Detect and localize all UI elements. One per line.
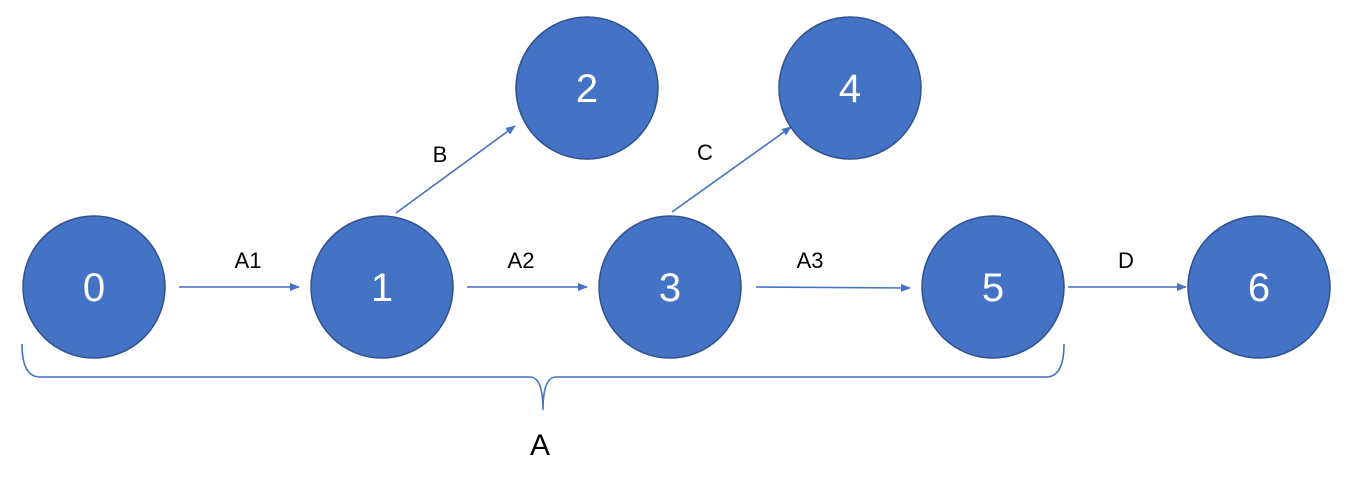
node-4-circle xyxy=(778,16,922,160)
node-4-label: 4 xyxy=(839,67,861,111)
node-0-label: 0 xyxy=(83,266,105,310)
node-3-label: 3 xyxy=(659,266,681,310)
edge-c-label: C xyxy=(697,140,713,165)
node-4: 4 xyxy=(778,16,922,160)
edge-a2: A2 xyxy=(467,248,588,291)
group-brace: A xyxy=(21,343,1065,462)
node-6-circle xyxy=(1187,215,1331,359)
edge-a3-label: A3 xyxy=(797,248,824,273)
edge-a3: A3 xyxy=(755,248,911,292)
node-2-circle xyxy=(515,16,659,160)
node-0: 0 xyxy=(22,215,166,359)
node-1-label: 1 xyxy=(371,266,393,310)
edge-a1: A1 xyxy=(179,248,300,291)
edge-c: C xyxy=(671,126,792,213)
node-2-label: 2 xyxy=(576,67,598,111)
node-5-label: 5 xyxy=(982,266,1004,310)
node-1: 1 xyxy=(310,215,454,359)
edges: A1 B A2 C A3 D xyxy=(179,125,1187,292)
node-6-label: 6 xyxy=(1248,266,1270,310)
edge-b: B xyxy=(395,125,516,214)
edge-a2-label: A2 xyxy=(508,248,535,273)
node-0-circle xyxy=(22,215,166,359)
node-6: 6 xyxy=(1187,215,1331,359)
group-label: A xyxy=(530,429,550,462)
edge-a1-label: A1 xyxy=(235,248,262,273)
edge-d: D xyxy=(1068,248,1187,291)
node-2: 2 xyxy=(515,16,659,160)
edge-b-arrow xyxy=(395,125,516,214)
node-5-circle xyxy=(921,215,1065,359)
nodes: 0 1 2 3 4 5 6 xyxy=(22,16,1331,359)
node-1-circle xyxy=(310,215,454,359)
group-brace-path xyxy=(21,343,1065,411)
node-3-circle xyxy=(598,215,742,359)
edge-c-arrow xyxy=(671,126,792,213)
edge-d-label: D xyxy=(1118,248,1134,273)
edge-b-label: B xyxy=(433,142,448,167)
edge-a3-arrow xyxy=(755,283,911,292)
node-3: 3 xyxy=(598,215,742,359)
node-5: 5 xyxy=(921,215,1065,359)
